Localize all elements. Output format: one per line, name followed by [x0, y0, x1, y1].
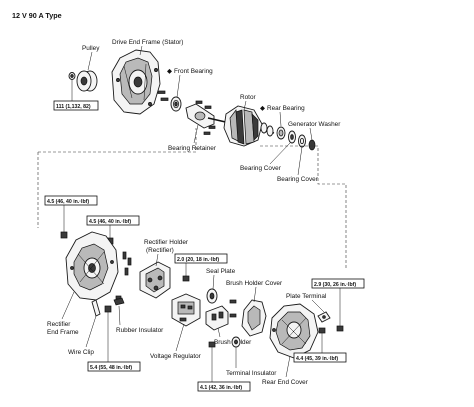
frame-screws — [157, 90, 169, 101]
label-rectifier-end-frame-2: End Frame — [47, 329, 79, 336]
label-seal-plate: Seal Plate — [206, 268, 236, 275]
rear-end-cover-part — [269, 303, 319, 359]
label-rectifier-holder-1: Rectifier Holder — [144, 239, 189, 246]
label-terminal-insulator: Terminal Insulator — [226, 370, 277, 377]
seal-plate-part — [206, 288, 218, 304]
drive-end-frame-part — [111, 49, 161, 115]
torque-box-rear-end-cover — [293, 352, 347, 363]
rectifier-end-frame-part — [65, 231, 119, 301]
torque-frame-right: 4.5 (46, 40 in.·lbf) — [89, 219, 131, 225]
torque-box-terminal — [197, 381, 251, 392]
torque-box-plate-terminal — [311, 278, 365, 289]
brush-holder-part — [205, 299, 237, 331]
label-plate-terminal: Plate Terminal — [286, 293, 326, 300]
pulley-part — [68, 70, 98, 92]
label-rectifier-end-frame-1: Rectifier — [47, 321, 71, 328]
label-bearing-retainer: Bearing Retainer — [168, 145, 217, 152]
bearing-cover-1-part — [288, 130, 296, 144]
bearing-cover-2-part — [298, 134, 316, 151]
label-rotor: Rotor — [240, 94, 256, 101]
torque-rear-end-cover: 4.4 (45, 39 in.·lbf) — [296, 356, 338, 362]
diagram-title: 12 V 90 A Type — [12, 11, 62, 20]
label-pulley: Pulley — [82, 45, 100, 52]
torque-box-pulley — [53, 100, 99, 111]
torque-box-rectifier-holder — [174, 253, 228, 264]
label-bearing-cover-1: Bearing Cover — [240, 165, 282, 172]
torque-rectifier-holder: 2.0 (20, 18 in.·lbf) — [177, 257, 219, 263]
torque-pulley: 111 (1,132, 82) — [56, 104, 91, 110]
mark-front-bearing: ◆ — [167, 68, 172, 75]
label-voltage-regulator: Voltage Regulator — [150, 353, 202, 360]
front-bearing-part — [170, 96, 182, 112]
torque-terminal: 4.1 (42, 36 in.·lbf) — [200, 385, 242, 391]
label-rear-end-cover: Rear End Cover — [262, 379, 309, 386]
label-rubber-insulator: Rubber Insulator — [116, 327, 164, 334]
rear-bearing-part — [276, 126, 286, 140]
torque-box-wire-clip — [87, 361, 141, 372]
label-brush-holder-cover: Brush Holder Cover — [226, 280, 283, 287]
torque-box-frame-left — [44, 195, 98, 206]
frame-side-screws — [115, 251, 132, 300]
torque-box-frame-right — [86, 215, 140, 226]
label-front-bearing: Front Bearing — [174, 68, 213, 75]
rubber-insulator-part — [113, 297, 125, 306]
brush-holder-cover-part — [241, 299, 267, 337]
mark-rear-bearing: ◆ — [260, 105, 265, 112]
label-generator-washer: Generator Washer — [288, 121, 341, 128]
torque-plate-terminal: 2.9 (30, 26 in.·lbf) — [314, 282, 356, 288]
label-rectifier-holder-2: (Rectifier) — [146, 247, 174, 254]
label-rear-bearing: Rear Bearing — [267, 105, 305, 112]
plate-terminal-part — [317, 311, 331, 323]
terminal-insulator-part — [231, 336, 241, 348]
wire-clip-part — [91, 299, 101, 317]
torque-wire-clip: 5.4 (55, 48 in.·lbf) — [90, 365, 132, 371]
rotor-part — [207, 105, 275, 147]
bearing-retainer-part — [185, 100, 216, 135]
label-bearing-cover-2: Bearing Cover — [277, 176, 319, 183]
rectifier-holder-part — [139, 261, 171, 299]
voltage-regulator-part — [171, 293, 201, 327]
torque-frame-left: 4.5 (46, 40 in.·lbf) — [47, 199, 89, 205]
label-drive-end-frame: Drive End Frame (Stator) — [112, 39, 183, 46]
label-wire-clip: Wire Clip — [68, 349, 94, 356]
assembly-dashed-outline — [37, 128, 347, 268]
